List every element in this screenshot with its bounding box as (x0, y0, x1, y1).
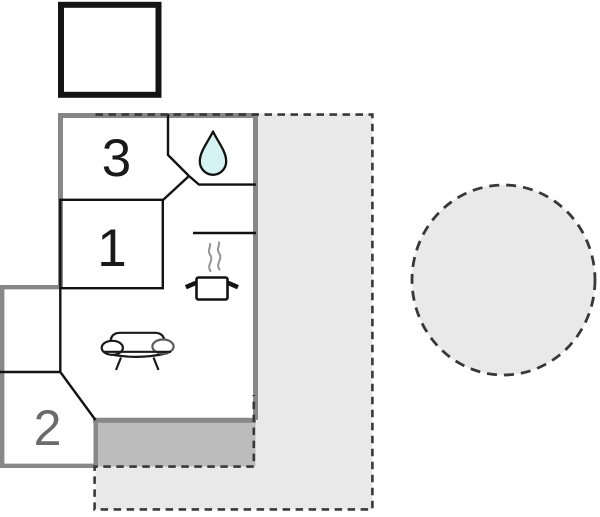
round-patio-area (410, 183, 597, 377)
pot-handle-left (184, 280, 197, 290)
bathroom-wall-bottom (188, 175, 256, 186)
outbuilding-square (58, 1, 162, 98)
sofa-icon (100, 331, 175, 371)
cooking-pot-icon (184, 241, 239, 301)
room-1-walls (59, 198, 164, 290)
sofa-arm-right (151, 338, 175, 355)
terrace-covered-area (93, 420, 256, 467)
sofa-leg-right (152, 357, 160, 371)
terrace-dashed-border (93, 113, 374, 511)
water-drop-icon (198, 130, 228, 176)
steam-line-left (207, 243, 213, 272)
outer-walls-gray (0, 113, 258, 468)
water-drop-shape (198, 130, 228, 176)
steam-line-right (216, 241, 222, 271)
bathroom-wall-left (166, 114, 190, 177)
sofa-leg-left (114, 357, 123, 371)
interior-walls (0, 114, 256, 421)
room-3-label: 3 (102, 129, 131, 188)
room-1-label: 1 (97, 219, 126, 278)
room-2-label: 2 (34, 400, 62, 456)
room-2-diagonal-wall (59, 371, 97, 421)
hall-diagonal-wall (162, 175, 190, 201)
pot-body (195, 276, 229, 301)
pot-handle-right (226, 280, 239, 290)
